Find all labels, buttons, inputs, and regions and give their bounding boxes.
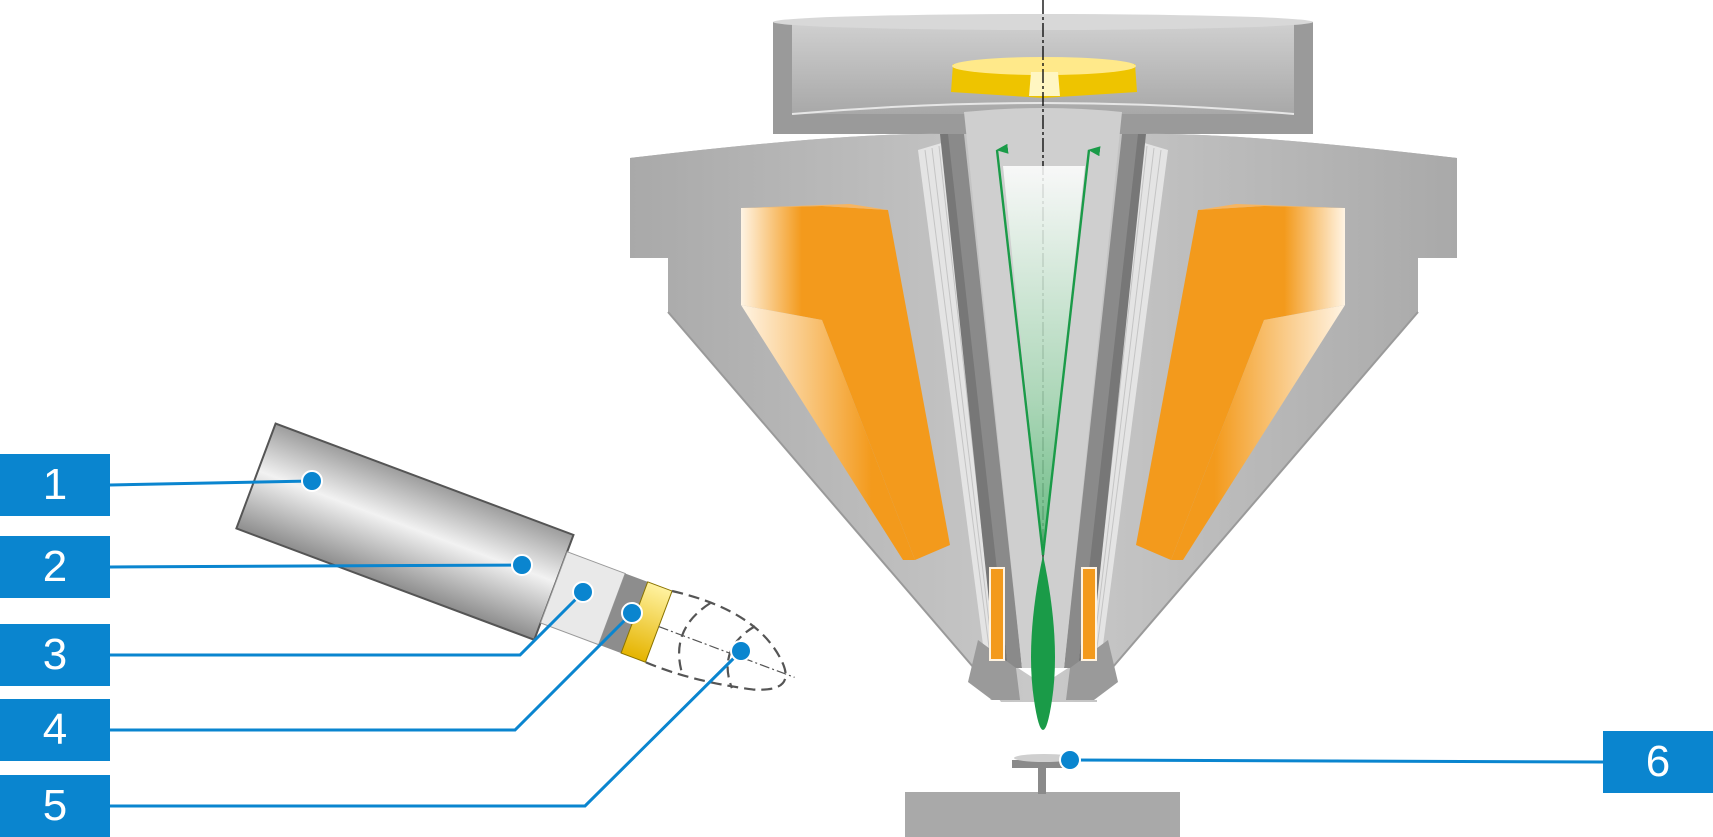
leader-1 — [109, 479, 313, 487]
callout-leaders — [109, 479, 1604, 808]
dot-4 — [621, 602, 643, 624]
left-outer-tube — [940, 134, 1008, 668]
leader-2 — [109, 563, 523, 569]
callout-4: 4 — [0, 699, 110, 761]
top-cylinder-rim — [773, 14, 1313, 30]
detector — [235, 422, 795, 691]
stage-post — [1038, 764, 1046, 794]
callout-1: 1 — [0, 454, 110, 516]
specimen-stage — [905, 754, 1180, 837]
right-liner — [1086, 142, 1168, 660]
left-inner-tube — [945, 134, 1022, 668]
dot-3 — [572, 581, 594, 603]
callout-dots — [301, 470, 1081, 771]
callout-6: 6 — [1603, 731, 1713, 793]
dot-6 — [1059, 749, 1081, 771]
beam-cone — [1003, 166, 1085, 555]
left-liner — [918, 142, 1000, 660]
leader-3 — [110, 590, 585, 657]
electron-beam — [995, 143, 1101, 730]
right-outer-tube — [1078, 134, 1146, 668]
callout-2: 2 — [0, 536, 110, 598]
column-right-edge — [1099, 311, 1419, 683]
detection-lobe — [645, 589, 787, 691]
aperture-disc — [951, 57, 1137, 98]
right-inner-coil — [1081, 567, 1097, 661]
tip-left — [968, 640, 1020, 700]
right-inner-tube — [1064, 134, 1141, 668]
stage-plate — [1012, 760, 1072, 768]
dot-1 — [301, 470, 323, 492]
right-coil — [1136, 204, 1345, 560]
leader-5 — [110, 649, 743, 808]
callout-3: 3 — [0, 624, 110, 686]
leader-6 — [1069, 758, 1604, 764]
dot-2 — [511, 554, 533, 576]
column-left-edge — [667, 311, 987, 683]
callout-5: 5 — [0, 775, 110, 837]
tip-right — [1066, 640, 1118, 700]
left-inner-coil — [989, 567, 1005, 661]
dot-5 — [730, 640, 752, 662]
detector-body — [235, 422, 575, 642]
stage-base — [905, 792, 1180, 837]
beam-focus — [1031, 555, 1055, 730]
leader-4 — [110, 611, 634, 732]
left-coil — [741, 204, 950, 560]
